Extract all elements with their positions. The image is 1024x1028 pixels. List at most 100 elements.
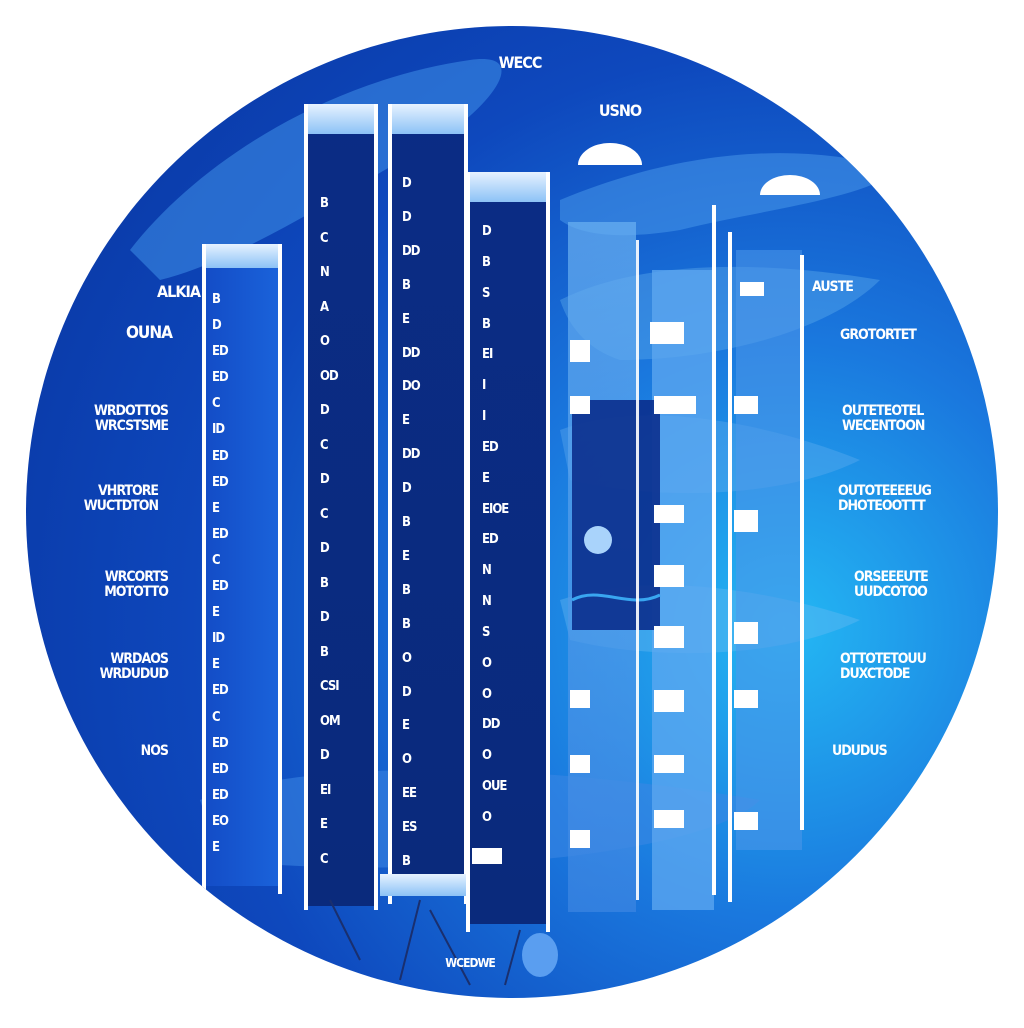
column-mark: E — [402, 718, 410, 733]
rail — [728, 232, 732, 902]
column-mark: ED — [212, 579, 229, 594]
column-mark: C — [212, 553, 221, 568]
column-mark: B — [402, 278, 411, 293]
wave-shape — [560, 153, 900, 236]
column-mark: D — [320, 472, 330, 487]
column-mark: ED — [482, 440, 499, 455]
column-mark: C — [212, 710, 221, 725]
subtitle: USNO — [598, 101, 642, 120]
rail — [712, 205, 716, 895]
column-mark: CSI — [320, 679, 340, 694]
column-mark: C — [320, 507, 329, 522]
column-mark: D — [402, 210, 412, 225]
column-mark: B — [482, 255, 491, 270]
column-mark: N — [482, 563, 492, 578]
column-mark: O — [482, 687, 492, 702]
column-mark: N — [482, 594, 492, 609]
rail — [636, 240, 639, 900]
right-label: OUTETEOTEL WECENTOON — [842, 403, 925, 434]
column-mark: ES — [402, 820, 417, 835]
left-label: OUNA — [125, 323, 173, 343]
title: WECC — [498, 53, 543, 72]
column-mark: N — [320, 265, 330, 280]
column-mark: ED — [212, 527, 229, 542]
column-mark: ID — [212, 631, 225, 646]
left-label: VHRTORE WUCTDTON — [83, 483, 159, 514]
moon-icon — [584, 526, 612, 554]
column-mark: D — [320, 403, 330, 418]
column-mark: ED — [212, 788, 229, 803]
column-mark: D — [320, 541, 330, 556]
column-mark: C — [320, 852, 329, 867]
column-mark: EE — [402, 786, 417, 801]
column-mark: EO — [212, 814, 229, 829]
bottom-label: WCEDWE — [445, 956, 495, 970]
column-mark: D — [320, 610, 330, 625]
column-mark: OM — [320, 714, 341, 729]
column-mark: ED — [482, 532, 499, 547]
column-mark: E — [402, 549, 410, 564]
column-mark: ED — [212, 344, 229, 359]
column-mark: E — [212, 501, 220, 516]
column-mark: I — [482, 409, 486, 424]
column-mark: S — [482, 286, 491, 301]
column-mark: S — [482, 625, 491, 640]
column-mark: EI — [320, 783, 331, 798]
column-mark: D — [482, 224, 492, 239]
column-mark: EI — [482, 347, 493, 362]
column-mark: D — [402, 481, 412, 496]
ladder-bars — [570, 282, 764, 848]
column-mark: B — [402, 583, 411, 598]
column-mark: B — [402, 617, 411, 632]
column-mark: O — [402, 752, 412, 767]
column-mark: O — [482, 810, 492, 825]
column-mark: B — [320, 196, 329, 211]
column-mark: DD — [482, 717, 500, 732]
column-mark: E — [212, 657, 220, 672]
column-1 — [202, 244, 282, 894]
right-label: OTTOTETOUU DUXCTODE — [840, 651, 927, 682]
column-3 — [380, 104, 470, 904]
column-mark: B — [482, 317, 491, 332]
column-mark: OD — [320, 369, 339, 384]
column-mark: ED — [212, 736, 229, 751]
panel — [736, 250, 802, 850]
column-mark: O — [482, 748, 492, 763]
column-mark: B — [402, 515, 411, 530]
column-4 — [466, 172, 550, 932]
column-mark: DD — [402, 447, 420, 462]
column-mark: A — [320, 300, 329, 315]
column-mark: DO — [402, 379, 421, 394]
column-mark: EIOE — [482, 502, 509, 517]
dome-icon — [578, 143, 642, 165]
left-label: WRDAOS WRDUDUD — [99, 651, 169, 682]
rail — [800, 255, 804, 830]
right-label: GROTORTET — [840, 327, 917, 343]
column-2 — [304, 104, 378, 910]
column-mark: E — [402, 413, 410, 428]
dome-icon — [760, 175, 820, 195]
column-mark: DD — [402, 346, 420, 361]
column-mark: ED — [212, 449, 229, 464]
column-mark: D — [320, 748, 330, 763]
column-mark: E — [212, 840, 220, 855]
left-label: ALKIA — [157, 282, 201, 301]
right-label: UDUDUS — [832, 743, 888, 759]
column-mark: D — [402, 176, 412, 191]
column-mark: DD — [402, 244, 420, 259]
column-mark: B — [320, 576, 329, 591]
right-label: AUSTE — [812, 279, 854, 295]
roots — [329, 899, 521, 986]
drop-shape — [522, 933, 558, 977]
column-mark: B — [402, 854, 411, 869]
right-label: ORSEEEUTE UUDCOTOO — [854, 569, 929, 600]
wave-line — [571, 593, 661, 602]
column-mark: I — [482, 378, 486, 393]
panel — [652, 270, 714, 910]
column-mark: O — [320, 334, 330, 349]
right-label: OUTOTEEEEUG DHOTEOOTTT — [838, 483, 932, 514]
column-mark: ED — [212, 683, 229, 698]
column-mark: E — [212, 605, 220, 620]
column-mark: C — [320, 231, 329, 246]
